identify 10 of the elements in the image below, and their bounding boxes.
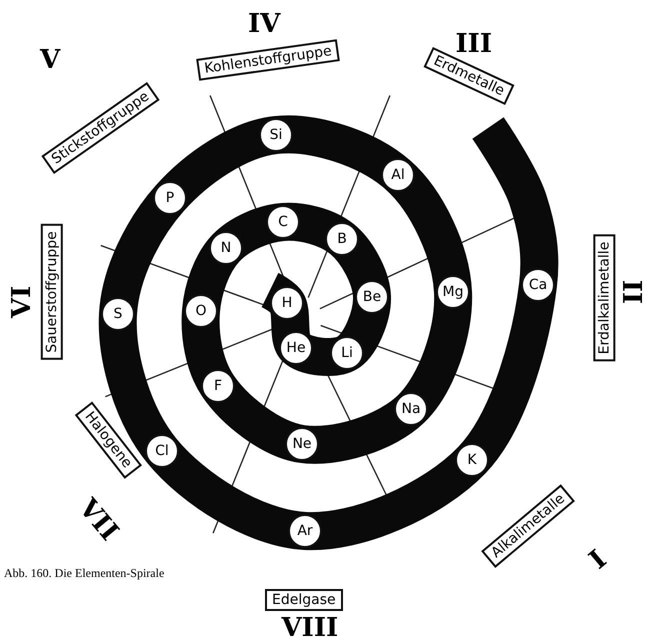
roman-numeral: I — [584, 544, 612, 576]
group-label: Erdalkalimetalle — [592, 234, 615, 362]
roman-numeral: VIII — [282, 613, 338, 639]
group-label: Sauerstoffgruppe — [40, 224, 63, 360]
group-label: Edelgase — [265, 589, 343, 611]
roman-numeral: V — [40, 45, 60, 75]
roman-numeral: VI — [7, 286, 38, 318]
figure-caption: Abb. 160. Die Elementen-Spirale — [4, 566, 164, 581]
roman-numeral: IV — [248, 9, 280, 39]
roman-numeral: II — [619, 280, 647, 304]
